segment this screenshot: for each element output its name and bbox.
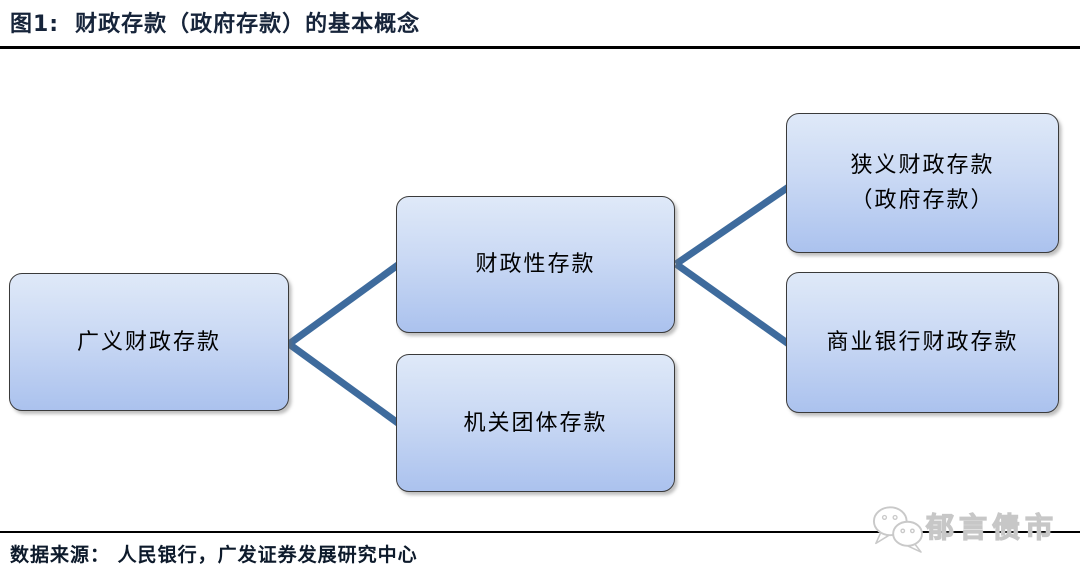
- node-label: 商业银行财政存款: [826, 330, 1019, 355]
- node-institution-group-deposits: 机关团体存款: [396, 354, 675, 492]
- wechat-bubbles-icon: [872, 506, 923, 553]
- edge-fiscal-to-commercial: [673, 261, 793, 348]
- figure-number-label: 图1:: [10, 12, 60, 37]
- node-label: 广义财政存款: [76, 329, 221, 355]
- node-label: 财政性存款: [475, 252, 596, 277]
- edge-broad-to-org: [286, 341, 405, 429]
- node-commercial-bank-fiscal-deposits: 商业银行财政存款: [786, 272, 1059, 413]
- watermark: 郁言债市: [868, 503, 1058, 553]
- footer-divider: [0, 531, 1080, 533]
- figure-title-text: 财政存款（政府存款）的基本概念: [75, 12, 421, 37]
- edge-fiscal-to-narrow: [674, 183, 792, 267]
- figure-title: 图1: 财政存款（政府存款）的基本概念: [10, 6, 420, 38]
- data-source-note: 数据来源： 人民银行，广发证券发展研究中心: [10, 544, 418, 566]
- watermark-text: 郁言债市: [925, 510, 1059, 544]
- node-label: 机关团体存款: [463, 410, 608, 436]
- edge-broad-to-fiscal: [286, 259, 405, 347]
- node-fiscal-deposits: 财政性存款: [396, 196, 675, 333]
- title-divider: [0, 46, 1080, 49]
- node-narrow-fiscal-deposits: 狭义财政存款 （政府存款）: [786, 113, 1059, 253]
- node-broad-fiscal-deposits: 广义财政存款: [9, 273, 289, 411]
- node-label: 狭义财政存款 （政府存款）: [850, 153, 995, 213]
